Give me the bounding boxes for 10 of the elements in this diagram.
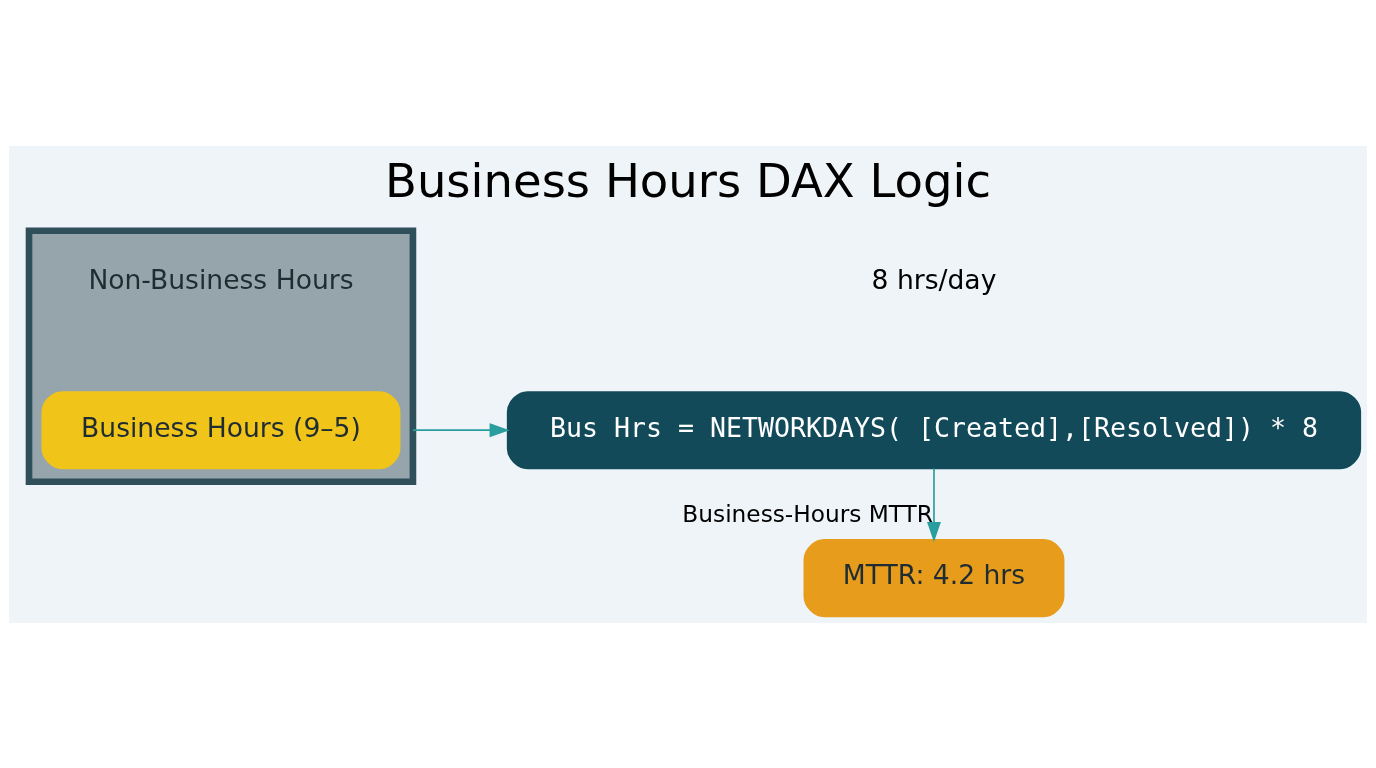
node-box: Business Hours (9–5)	[41, 390, 401, 469]
diagram-title: Business Hours DAX Logic	[384, 153, 992, 208]
edge-label: Business-Hours MTTR	[682, 499, 933, 527]
node-text: Non-Business Hours	[88, 263, 354, 295]
node-box: MTTR: 4.2 hrs	[803, 538, 1065, 617]
arrow	[927, 467, 941, 542]
label: 8 hrs/day	[871, 263, 997, 295]
node-box: Bus Hrs = NETWORKDAYS( [Created],[Resolved]) * 8	[506, 390, 1362, 469]
arrow	[412, 422, 510, 437]
cluster	[25, 226, 417, 485]
